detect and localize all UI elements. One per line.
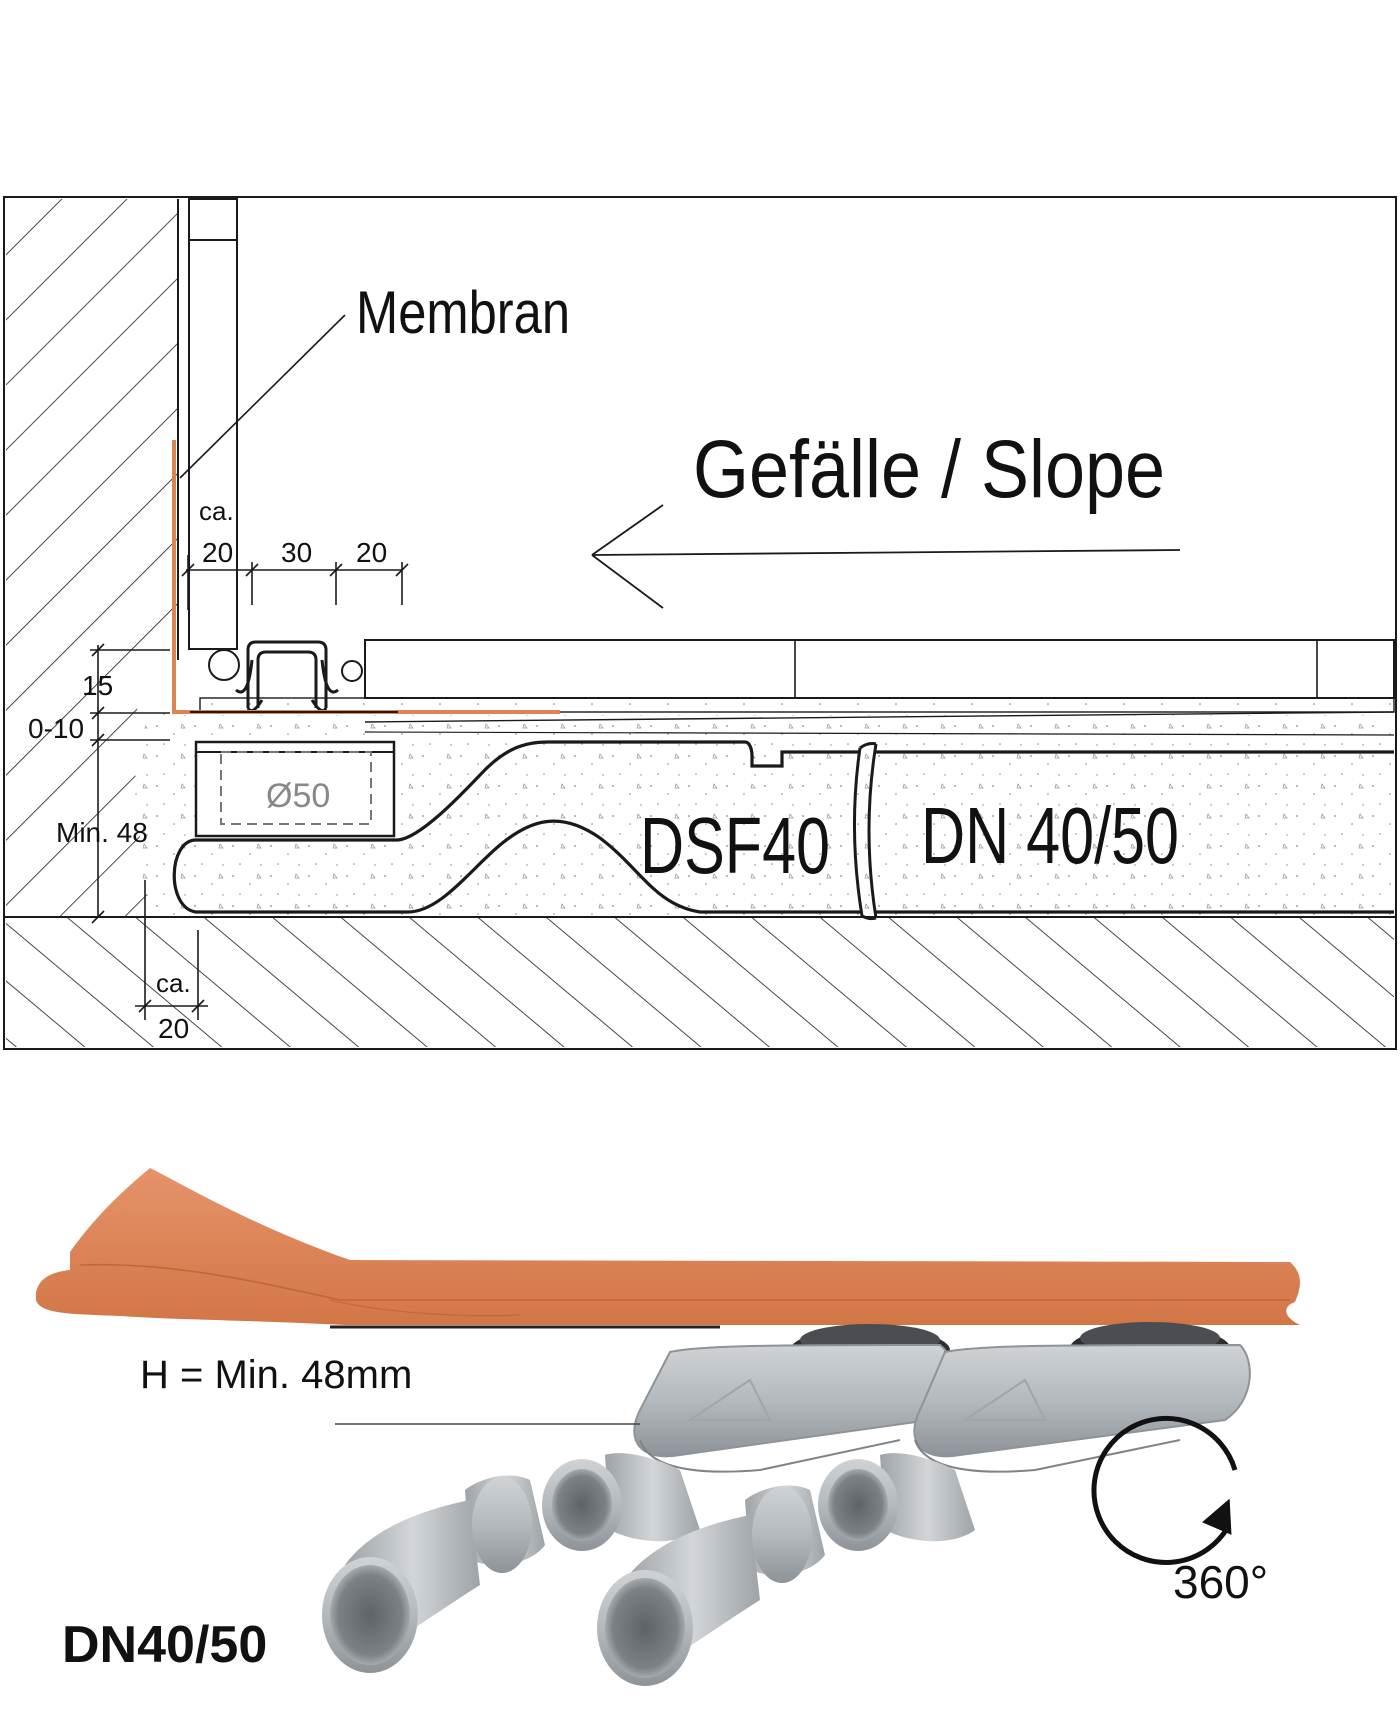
outlet-box <box>194 740 396 838</box>
slope-label: Gefälle / Slope <box>693 424 1165 515</box>
membrane-wall <box>172 440 560 714</box>
cross-section-drawing: Membran Gefälle / Slope ca. 20 30 20 15 … <box>3 196 1397 1050</box>
dim-0-10: 0-10 <box>28 713 84 744</box>
trap-model-label: DSF40 <box>640 801 830 890</box>
left-dimensions <box>90 643 208 1020</box>
rotate-360-icon <box>1091 1415 1238 1565</box>
trap-outline <box>172 740 860 914</box>
pipe-size-label: DN 40/50 <box>921 791 1179 880</box>
dim-15: 15 <box>82 670 113 701</box>
floor-slab-hatch <box>6 917 1394 1047</box>
size-label: DN40/50 <box>62 1616 267 1674</box>
trap-diameter-label: Ø50 <box>266 777 330 815</box>
screed-layer <box>135 710 1394 917</box>
rotation-label: 360° <box>1173 1556 1268 1608</box>
arrow-left-icon <box>591 504 1181 609</box>
pipe-reducer-left <box>322 1475 545 1673</box>
height-label: H = Min. 48mm <box>140 1353 412 1397</box>
membrane-fleece <box>35 1168 1301 1325</box>
floor-tiles <box>364 639 1395 699</box>
drain-channel-profile <box>208 640 363 713</box>
trap-unit-left <box>542 1324 955 1551</box>
product-illustration: H = Min. 48mm DN40/50 360° <box>35 1168 1301 1686</box>
pipe-reducer-right <box>597 1485 825 1686</box>
dim-ca-bottom: ca. <box>156 968 191 998</box>
top-dimensions <box>181 555 409 610</box>
trap-unit-right <box>818 1322 1251 1551</box>
dim-20-left: 20 <box>202 537 233 568</box>
outlet-dashed <box>220 751 372 825</box>
membrane-label: Membran <box>356 279 570 346</box>
dim-20-right: 20 <box>356 537 387 568</box>
dim-30: 30 <box>281 537 312 568</box>
dn-pipe <box>876 750 1394 914</box>
dim-20-bottom: 20 <box>158 1013 189 1044</box>
wall-hatch <box>6 199 178 917</box>
tile-adhesive <box>199 697 1395 713</box>
wall-tile <box>188 198 238 650</box>
dim-min48: Min. 48 <box>56 817 148 848</box>
dim-ca-top: ca. <box>199 496 234 526</box>
pipe-coupling <box>852 742 878 921</box>
membrane-leader <box>179 314 346 479</box>
